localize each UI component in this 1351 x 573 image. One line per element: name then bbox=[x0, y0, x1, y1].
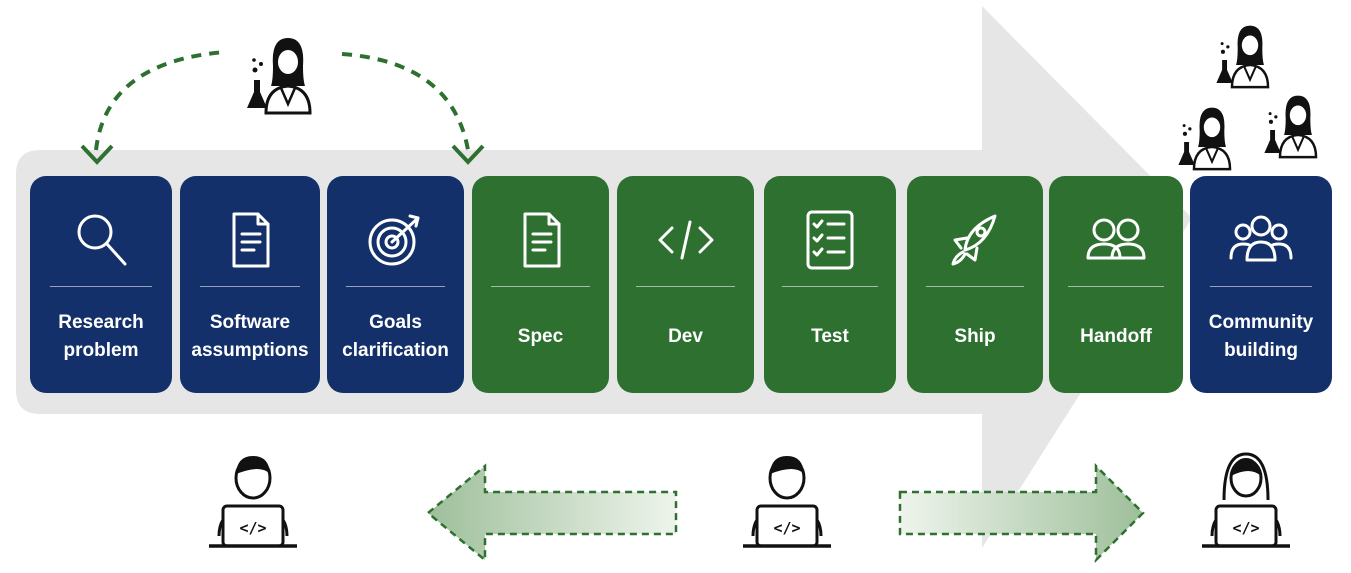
loop-arrowhead-left bbox=[80, 144, 114, 165]
step-label: Goals clarification bbox=[342, 312, 449, 361]
rocket-icon bbox=[951, 214, 997, 266]
step-card-5: Dev bbox=[617, 176, 754, 393]
divider bbox=[199, 286, 301, 287]
right-flow-arrow bbox=[898, 462, 1145, 564]
divider bbox=[491, 286, 590, 287]
step-card-8: Handoff bbox=[1049, 176, 1183, 393]
code-icon bbox=[658, 220, 713, 260]
checklist-icon bbox=[806, 210, 854, 270]
feedback-loop-arrow bbox=[94, 50, 226, 151]
step-label: Handoff bbox=[1080, 326, 1152, 347]
divider bbox=[346, 286, 445, 287]
step-card-7: Ship bbox=[907, 176, 1043, 393]
step-card-6: Test bbox=[764, 176, 896, 393]
male-developer-icon bbox=[207, 454, 299, 548]
loop-arrowhead-right bbox=[451, 144, 485, 165]
people-pair-icon bbox=[1086, 218, 1146, 260]
step-card-2: Software assumptions bbox=[180, 176, 320, 393]
left-flow-arrow bbox=[426, 463, 678, 563]
step-card-1: Research problem bbox=[30, 176, 172, 393]
female-developer-icon bbox=[1200, 452, 1292, 548]
document-icon bbox=[523, 212, 560, 268]
divider bbox=[782, 286, 878, 287]
step-label: Ship bbox=[954, 326, 996, 347]
step-label: Test bbox=[811, 326, 849, 347]
step-label: Software assumptions bbox=[191, 312, 309, 361]
step-label: Dev bbox=[668, 326, 703, 347]
divider bbox=[636, 286, 735, 287]
step-label: Research problem bbox=[58, 312, 144, 361]
male-developer-icon bbox=[741, 454, 833, 548]
step-label: Spec bbox=[517, 326, 564, 347]
feedback-loop-arrow-right bbox=[341, 52, 470, 151]
group-icon bbox=[1229, 215, 1293, 262]
scientist-group-icon bbox=[1177, 24, 1318, 171]
female-scientist-icon bbox=[245, 36, 312, 115]
document-icon bbox=[232, 212, 270, 268]
target-icon bbox=[368, 214, 419, 266]
divider bbox=[1209, 286, 1313, 287]
divider bbox=[1067, 286, 1165, 287]
divider bbox=[49, 286, 153, 287]
step-label: Community building bbox=[1208, 312, 1314, 361]
step-card-4: Spec bbox=[472, 176, 609, 393]
divider bbox=[926, 286, 1024, 287]
magnifier-icon bbox=[77, 214, 127, 266]
step-card-3: Goals clarification bbox=[327, 176, 464, 393]
step-card-9: Community building bbox=[1190, 176, 1332, 393]
